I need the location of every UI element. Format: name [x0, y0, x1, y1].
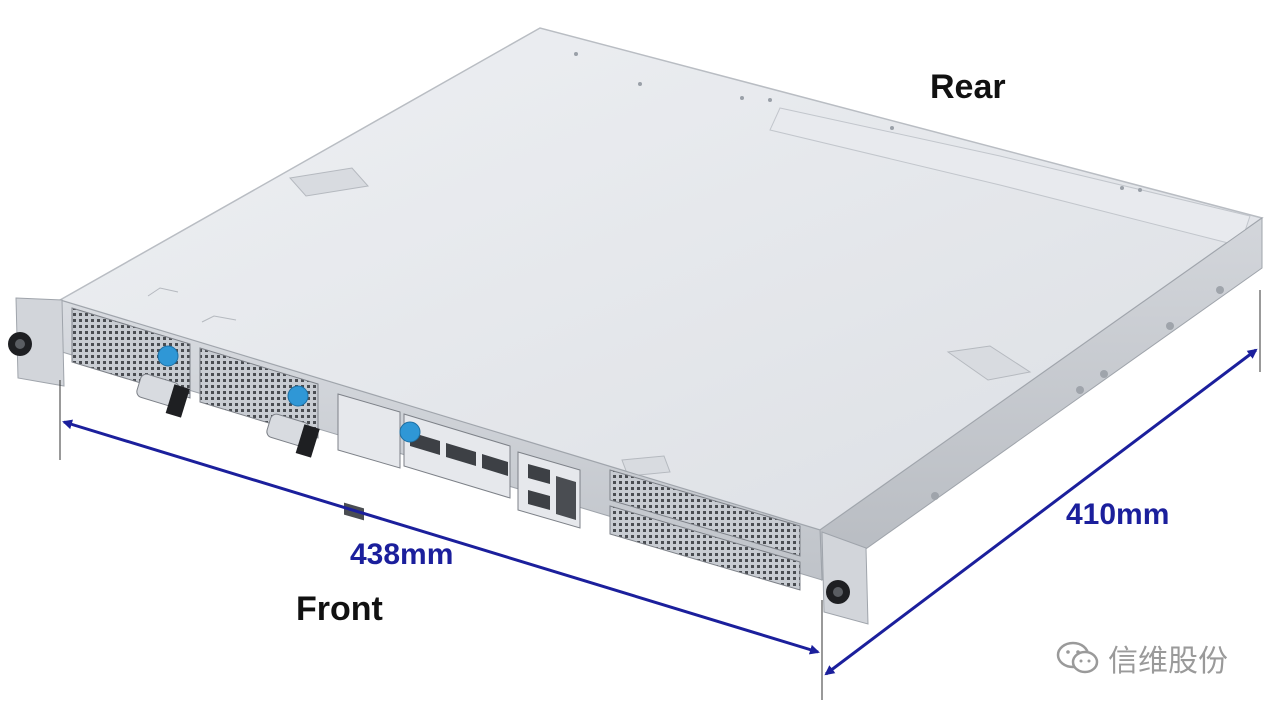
chassis-top-cover: [58, 27, 1264, 531]
width-dimension-label: 438mm: [350, 538, 454, 571]
depth-dimension-arrow: [824, 348, 1258, 676]
rack-ear-left: [8, 297, 65, 387]
rear-label: Rear: [930, 68, 1006, 106]
watermark-text: 信维股份: [1108, 644, 1228, 679]
wechat-icon: [1056, 641, 1099, 674]
depth-dimension-label: 410mm: [1066, 498, 1170, 531]
width-dimension-arrow: [62, 419, 820, 655]
rack-ear-right: [821, 531, 869, 625]
watermark: 信维股份: [1056, 638, 1228, 679]
front-label: Front: [296, 590, 383, 628]
dimension-lines: [59, 290, 1261, 700]
